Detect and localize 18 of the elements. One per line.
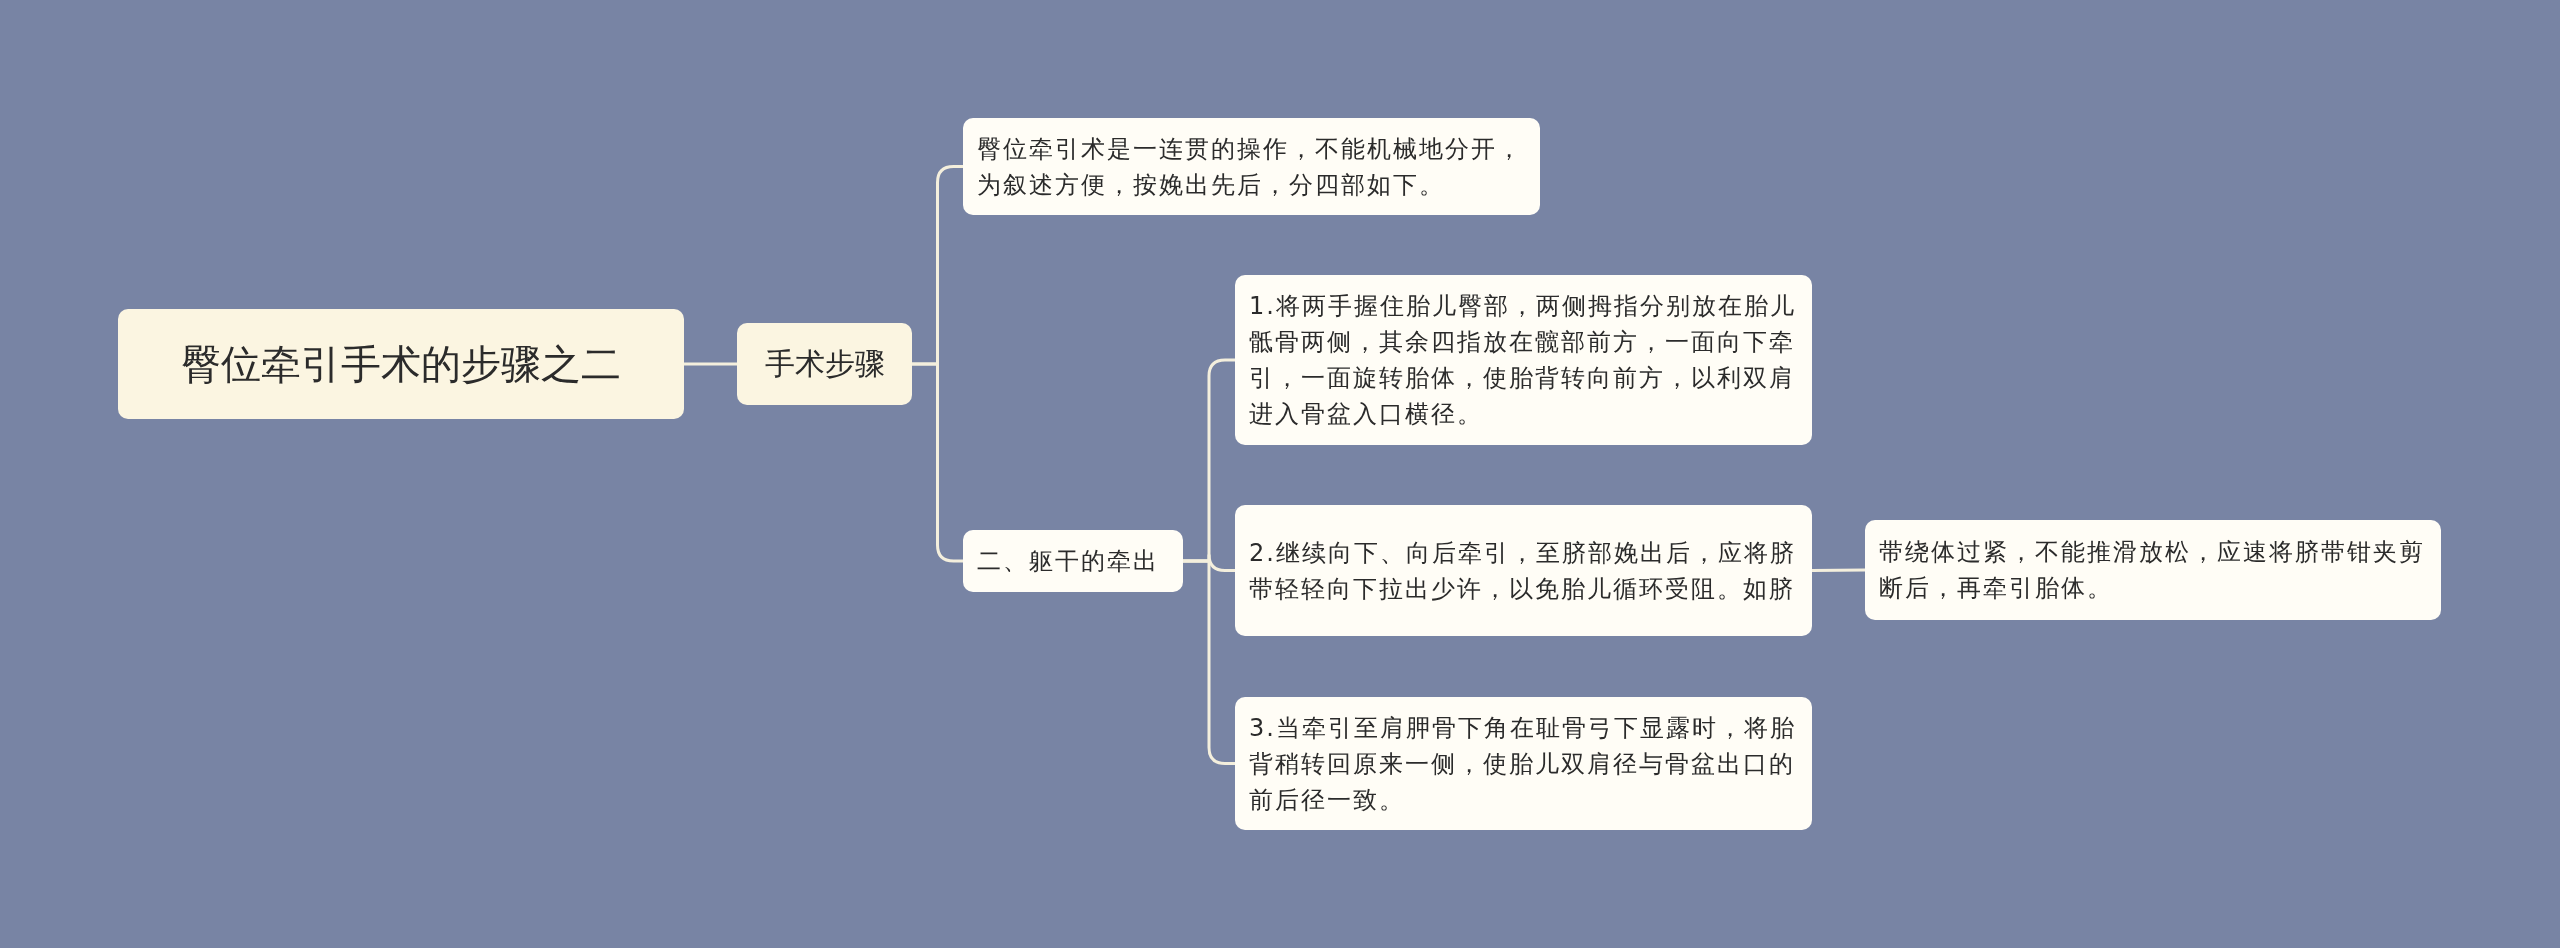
subtopic-box bbox=[1235, 505, 1812, 636]
connector-line bbox=[684, 362, 737, 366]
topic-text: 3.当牵引至肩胛骨下角在耻骨弓下显露时，将胎背稍转回原来一侧，使胎儿双肩径与骨盆出口的前后径一致。 bbox=[1249, 712, 1797, 816]
topic-text: 1.将两手握住胎儿臀部，两侧拇指分别放在胎儿骶骨两侧，其余四指放在髋部前方，一面向下牵引，一面旋转胎体，使胎背转向前方，以利双肩进入骨盆入口横径。 bbox=[1249, 291, 1797, 430]
topic-text: 带绕体过紧，不能推滑放松，应速将脐带钳夹剪断后，再牵引胎体。 bbox=[1879, 537, 2426, 604]
subtopic-box bbox=[963, 118, 1540, 215]
topic-text: 臀位牵引手术的步骤之二 bbox=[181, 339, 621, 389]
root-topic-box bbox=[118, 309, 684, 419]
subtopic-box bbox=[963, 530, 1183, 592]
topic-box bbox=[737, 323, 912, 405]
subtopic-box bbox=[1235, 697, 1812, 830]
topic-text: 手术步骤 bbox=[764, 344, 885, 383]
topic-text: 臀位牵引术是一连贯的操作，不能机械地分开，为叙述方便，按娩出先后，分四部如下。 bbox=[977, 133, 1524, 201]
subtopic-box bbox=[1865, 520, 2441, 620]
connector-line bbox=[1812, 568, 1865, 572]
topic-text: 2.继续向下、向后牵引，至脐部娩出后，应将脐带轻轻向下拉出少许，以免胎儿循环受阻。如脐 bbox=[1249, 537, 1797, 605]
topic-text: 二、躯干的牵出 bbox=[977, 546, 1159, 577]
subtopic-box bbox=[1235, 275, 1812, 445]
